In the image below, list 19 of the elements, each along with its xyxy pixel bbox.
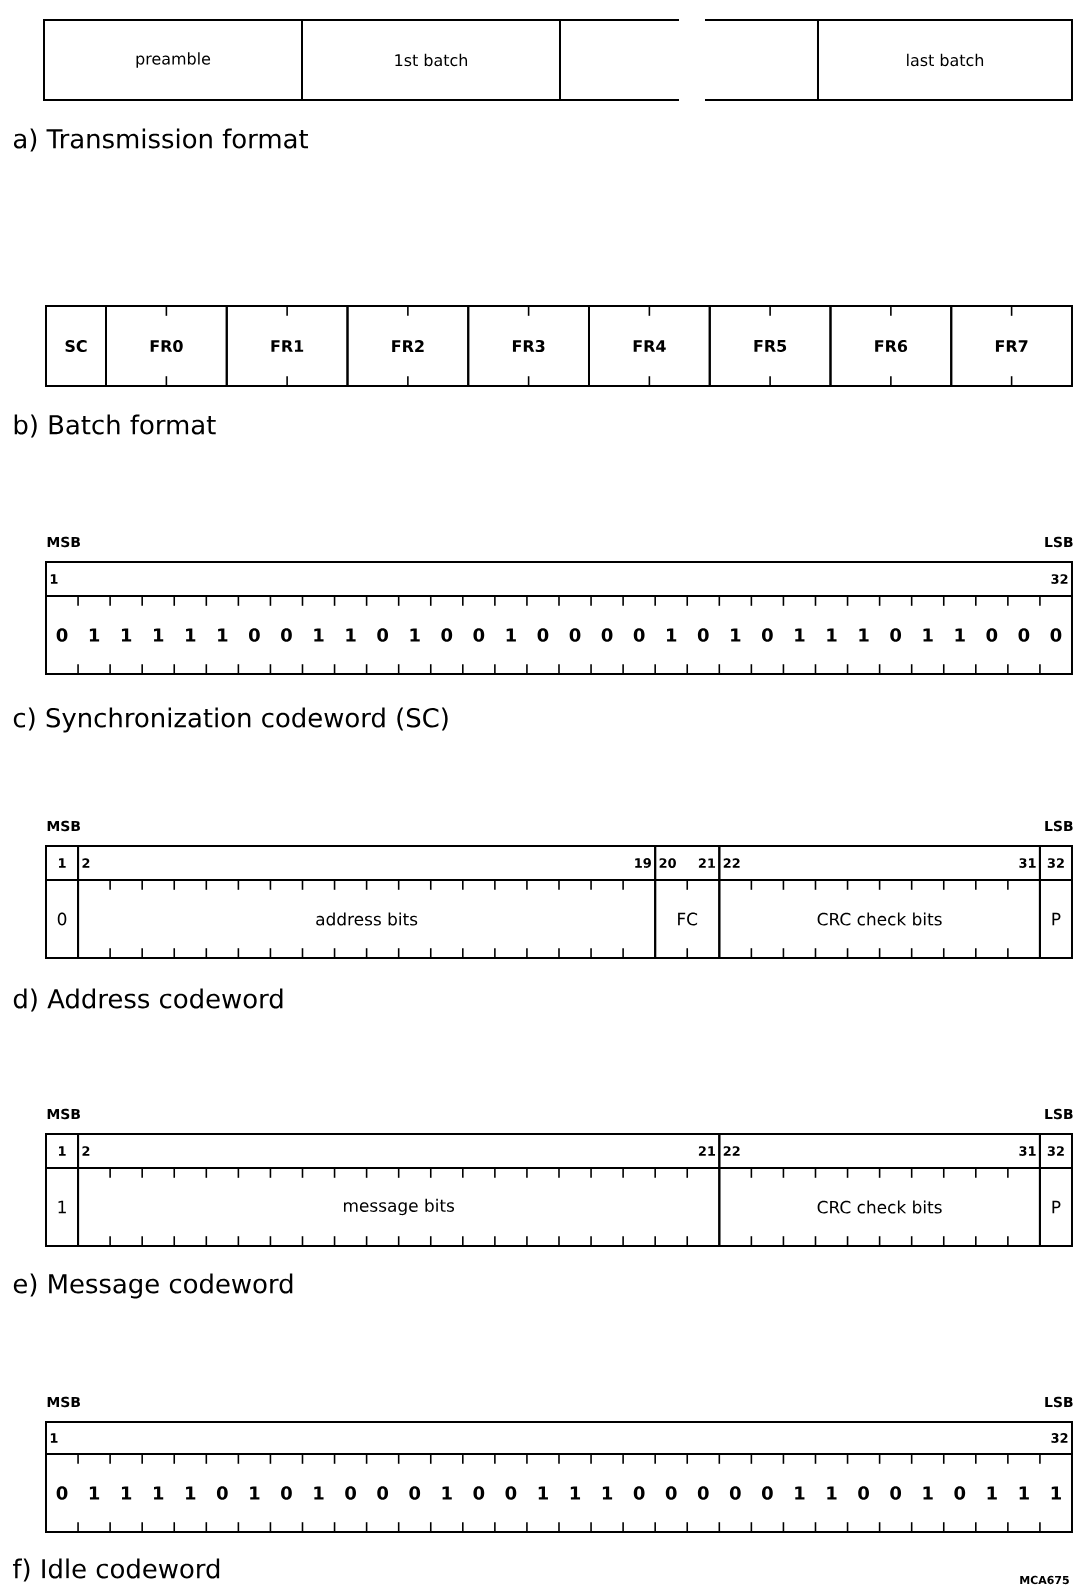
bit-field-cell: P xyxy=(1038,879,1073,959)
bit-pattern-row: 0 1 1 1 1 1 0 0 1 1 0 1 0 0 1 0 0 0 0 1 0 1 0 1 1 1 0 1 1 0 0 0 xyxy=(45,595,1073,675)
bit-field-cell: address bits xyxy=(77,879,657,959)
section-caption: e) Message codeword xyxy=(13,1273,293,1299)
bit-field-cell: FC xyxy=(654,879,721,959)
section-caption: b) Batch format xyxy=(14,414,216,438)
section-caption: c) Synchronization codeword (SC) xyxy=(13,707,448,733)
section-caption: d) Address codeword xyxy=(13,988,283,1012)
section-caption: f) Idle codeword xyxy=(13,1558,220,1582)
section-caption: a) Transmission format xyxy=(13,128,308,152)
format-cell xyxy=(559,19,679,101)
bit-field-cell: CRC check bits xyxy=(718,879,1041,959)
bit-field-cell: 1 xyxy=(45,1167,80,1247)
bit-pattern-row: 0 1 1 1 1 0 1 0 1 0 0 0 1 0 0 1 1 1 0 0 0 0 0 1 1 0 0 1 0 1 1 1 xyxy=(45,1453,1073,1533)
bit-field-cell: message bits xyxy=(77,1167,721,1247)
bit-field-cell: P xyxy=(1038,1167,1073,1247)
bit-field-cell: CRC check bits xyxy=(718,1167,1041,1247)
bit-field-cell: 0 xyxy=(45,879,80,959)
format-cell xyxy=(705,19,819,101)
